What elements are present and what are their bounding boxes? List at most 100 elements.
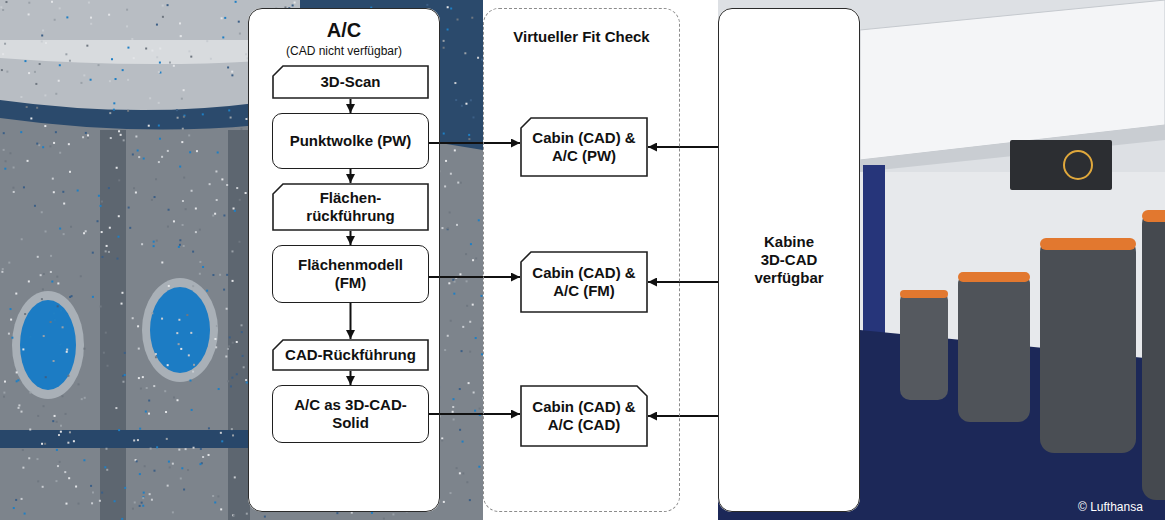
- point-dot: [24, 513, 26, 515]
- point-dot: [87, 134, 89, 136]
- point-dot: [101, 492, 103, 494]
- point-dot: [231, 71, 233, 73]
- point-dot: [447, 335, 449, 337]
- point-dot: [66, 16, 68, 18]
- point-dot: [57, 465, 59, 467]
- point-dot: [465, 103, 467, 105]
- panel-ground: [248, 8, 440, 512]
- point-dot: [2, 268, 4, 270]
- point-dot: [212, 215, 214, 217]
- point-dot: [56, 421, 58, 423]
- seat-back: [958, 272, 1030, 422]
- point-dot: [183, 488, 185, 490]
- seat-trim: [900, 290, 948, 298]
- point-dot: [227, 66, 229, 68]
- point-dot: [134, 501, 136, 503]
- point-dot: [371, 512, 373, 514]
- point-dot: [55, 93, 57, 95]
- point-dot: [80, 82, 82, 84]
- point-dot: [127, 79, 129, 81]
- point-dot: [111, 58, 113, 60]
- point-dot: [459, 273, 461, 275]
- point-dot: [126, 9, 128, 11]
- point-dot: [98, 64, 100, 66]
- seat-back: [1142, 210, 1165, 500]
- point-dot: [228, 345, 230, 347]
- point-dot: [54, 19, 56, 21]
- point-dot: [142, 505, 144, 507]
- point-dot: [156, 24, 158, 26]
- point-dot: [138, 156, 140, 158]
- point-dot: [151, 50, 153, 52]
- point-dot: [178, 449, 180, 451]
- point-dot: [53, 142, 55, 144]
- group-title: Virtueller Fit Check: [484, 28, 679, 46]
- point-dot: [469, 499, 471, 501]
- point-dot: [190, 332, 192, 334]
- point-dot: [454, 149, 456, 151]
- point-dot: [239, 33, 241, 35]
- point-dot: [179, 22, 181, 24]
- point-dot: [142, 376, 144, 378]
- point-dot: [181, 467, 183, 469]
- point-dot: [77, 190, 79, 192]
- point-dot: [242, 355, 244, 357]
- point-dot: [41, 211, 43, 213]
- point-dot: [58, 80, 60, 82]
- point-dot: [179, 166, 181, 168]
- point-dot: [471, 17, 473, 19]
- point-dot: [457, 182, 459, 184]
- point-dot: [443, 501, 445, 503]
- point-dot: [22, 467, 24, 469]
- point-cloud-dots: [0, 1, 484, 520]
- point-dot: [123, 139, 125, 141]
- point-dot: [92, 296, 94, 298]
- point-dot: [462, 472, 464, 474]
- point-dot: [179, 239, 181, 241]
- box-label: Cabin (CAD) & A/C (CAD): [529, 398, 639, 433]
- point-dot: [44, 125, 46, 127]
- point-dot: [69, 171, 71, 173]
- point-dot: [234, 210, 236, 212]
- point-dot: [84, 397, 86, 399]
- point-dot: [86, 45, 88, 47]
- point-dot: [185, 208, 187, 210]
- point-dot: [78, 503, 80, 505]
- box-label: 3D-CAD verfügbar: [728, 251, 850, 286]
- point-dot: [475, 257, 477, 259]
- point-dot: [84, 348, 86, 350]
- point-dot: [34, 71, 36, 73]
- point-dot: [195, 231, 197, 233]
- point-dot: [4, 381, 6, 383]
- point-dot: [214, 501, 216, 503]
- point-dot: [8, 333, 10, 335]
- point-dot: [63, 203, 65, 205]
- point-dot: [43, 335, 45, 337]
- point-dot: [36, 107, 38, 109]
- point-dot: [159, 62, 161, 64]
- point-dot: [236, 341, 238, 343]
- box-label: Flächenmodell (FM): [282, 256, 419, 291]
- point-dot: [478, 219, 480, 221]
- point-dot: [472, 116, 474, 118]
- window-opening: [150, 287, 210, 373]
- point-dot: [441, 227, 443, 229]
- point-dot: [78, 383, 80, 385]
- point-dot: [22, 348, 24, 350]
- point-dot: [235, 1, 237, 3]
- point-dot: [466, 305, 468, 307]
- process-box: Flächen- rückführung: [272, 183, 429, 231]
- panel-subtitle: (CAD nicht verfügbar): [249, 44, 439, 58]
- point-dot: [118, 429, 120, 431]
- point-dot: [443, 40, 445, 42]
- point-dot: [107, 365, 109, 367]
- point-dot: [13, 191, 15, 193]
- point-dot: [148, 413, 150, 415]
- point-dot: [149, 97, 151, 99]
- point-dot: [220, 432, 222, 434]
- point-dot: [189, 151, 191, 153]
- point-dot: [26, 106, 28, 108]
- point-dot: [200, 448, 202, 450]
- point-dot: [28, 457, 30, 459]
- point-dot: [447, 227, 449, 229]
